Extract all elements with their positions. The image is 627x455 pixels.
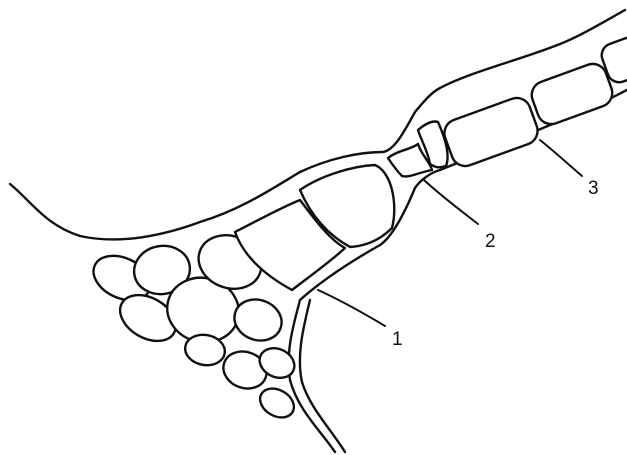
leader-line-2 (424, 180, 478, 224)
stalk-outline-right (300, 300, 345, 452)
label-3: 3 (588, 178, 599, 199)
label-1: 1 (392, 329, 403, 350)
filament-cell (528, 60, 616, 128)
leader-line-1 (318, 290, 385, 326)
filament-cell (441, 94, 542, 170)
leader-line-3 (540, 140, 582, 176)
label-2: 2 (485, 231, 496, 252)
